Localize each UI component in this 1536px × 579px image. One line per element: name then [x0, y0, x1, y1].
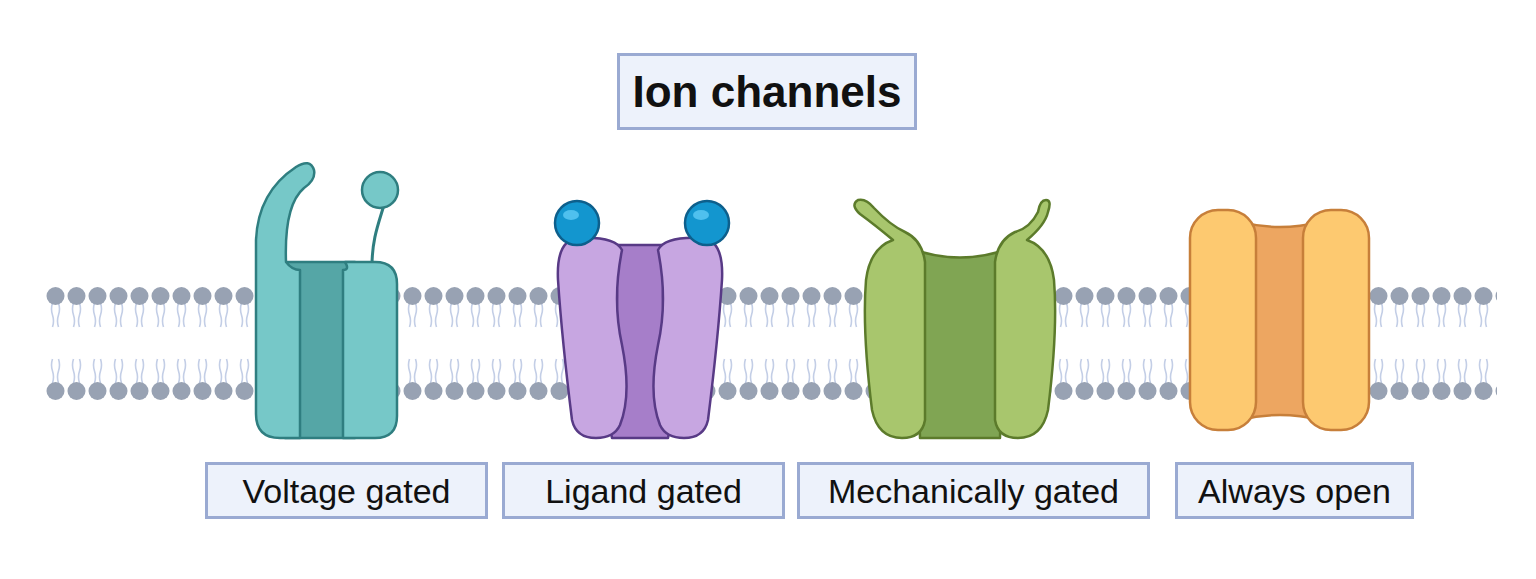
channel-type-label: Always open	[1198, 472, 1391, 510]
channel-label-box: Always open	[1175, 462, 1414, 519]
channel-type-label: Voltage gated	[243, 472, 451, 510]
channel-type-label: Ligand gated	[545, 472, 742, 510]
channel-label-box: Mechanically gated	[797, 462, 1150, 519]
always-open-channel	[1190, 210, 1369, 430]
ligand-gated-channel	[555, 201, 729, 438]
title-box: Ion channels	[617, 53, 917, 130]
voltage-gated-channel	[256, 163, 398, 438]
channel-type-label: Mechanically gated	[828, 472, 1119, 510]
channel-label-box: Voltage gated	[205, 462, 488, 519]
mechanically-gated-channel	[854, 200, 1055, 438]
channel-label-box: Ligand gated	[502, 462, 785, 519]
